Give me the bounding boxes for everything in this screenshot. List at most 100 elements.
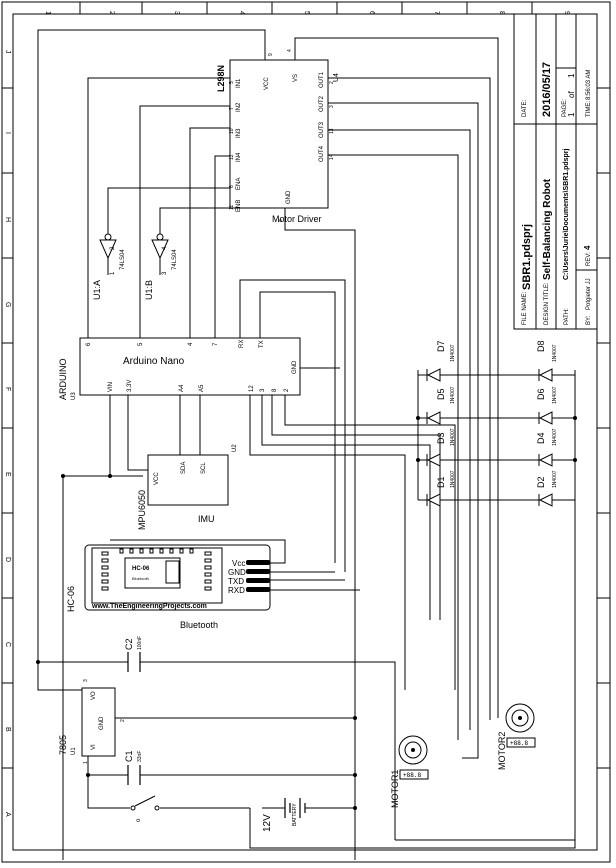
rev-value: 4 bbox=[583, 245, 592, 250]
reg-num: 1 bbox=[83, 761, 89, 764]
diode-part: 1N4007 bbox=[450, 386, 456, 404]
driver-num: 2 bbox=[329, 81, 335, 84]
inverter-pin: 4 bbox=[162, 246, 168, 250]
driver-pin: IN3 bbox=[236, 128, 242, 138]
battery-label: BATTERY bbox=[292, 803, 298, 826]
border-num: 5 bbox=[303, 11, 310, 15]
inverter-u1b: U1:B 74LS04 4 3 bbox=[144, 222, 178, 300]
driver-pin: VS bbox=[293, 74, 299, 82]
bt-site: www.TheEngineeringProjects.com bbox=[91, 603, 207, 610]
motor-1: +88.8 MOTOR1 bbox=[390, 720, 429, 808]
bt-ref: HC-06 bbox=[66, 586, 76, 612]
driver-pin: VCC bbox=[264, 77, 270, 90]
driver-pin: IN2 bbox=[236, 102, 242, 112]
diode-part: 1N4007 bbox=[450, 344, 456, 362]
border-num: 8 bbox=[498, 11, 505, 15]
imu-pin: SDA bbox=[181, 462, 187, 474]
driver-num: 4 bbox=[287, 49, 293, 52]
power-switch[interactable]: o bbox=[130, 795, 160, 822]
reg-num: 2 bbox=[120, 719, 126, 722]
border-letter: A bbox=[4, 812, 11, 817]
diode-bridge: D7 1N4007 D5 1N4007 D3 1N4007 D1 1N4007 … bbox=[426, 340, 558, 507]
regulator-7805: 7805 U1 VO GND VI 1 2 3 bbox=[58, 679, 126, 764]
diode-part: 1N4007 bbox=[552, 428, 558, 446]
arduino-u: U3 bbox=[71, 392, 77, 400]
arduino-pin: 5 bbox=[138, 342, 144, 346]
diode-part: 1N4007 bbox=[552, 470, 558, 488]
arduino-pin: 3.3V bbox=[127, 380, 133, 392]
diode-d5: D5 1N4007 bbox=[426, 386, 456, 425]
border-letter: F bbox=[4, 387, 11, 391]
arduino-pin: A4 bbox=[179, 384, 185, 392]
reg-pin: GND bbox=[99, 716, 105, 730]
inverter-ref: U1:A bbox=[92, 280, 102, 300]
imu-u: U2 bbox=[232, 444, 238, 452]
inverter-part: 74LS04 bbox=[120, 249, 126, 270]
diode-part: 1N4007 bbox=[552, 344, 558, 362]
driver-num: 6 bbox=[229, 185, 235, 188]
diode-d3: D3 1N4007 bbox=[426, 428, 456, 467]
driver-num: 11 bbox=[229, 205, 235, 210]
border-num: 7 bbox=[433, 11, 440, 15]
motor-ref: MOTOR1 bbox=[390, 770, 400, 808]
capacitor-c2: C2 100nF bbox=[124, 636, 143, 672]
bt-pin: GND bbox=[228, 568, 246, 577]
bt-pin: Vcc bbox=[232, 559, 245, 568]
imu-mpu6050: MPU6050 U2 IMU VCC SDA SCL bbox=[137, 444, 238, 530]
arduino-pin: A5 bbox=[199, 384, 205, 392]
driver-num: 14 bbox=[329, 154, 335, 160]
driver-num: 8 bbox=[278, 219, 284, 222]
border-num: 2 bbox=[108, 11, 115, 15]
reg-pin: VO bbox=[91, 691, 97, 700]
inverter-part: 74LS04 bbox=[172, 249, 178, 270]
border-num: 9 bbox=[563, 11, 570, 15]
driver-num: 9 bbox=[268, 53, 274, 56]
bt-pin: TXD bbox=[228, 577, 244, 586]
file-name: SBR1.pdsprj bbox=[521, 224, 533, 290]
driver-pin: GND bbox=[286, 190, 292, 204]
inverter-u1a: U1:A 74LS04 2 1 bbox=[92, 222, 126, 300]
arduino-pin: 7 bbox=[213, 342, 219, 346]
battery-value: 12V bbox=[262, 814, 273, 832]
path-value: C:\Users\Jurie\Documents\SBR1.pdsprj bbox=[563, 148, 570, 280]
diode-ref: D5 bbox=[436, 388, 446, 400]
battery: 12V BATTERY bbox=[262, 798, 320, 832]
border-num: 4 bbox=[238, 11, 245, 15]
arduino-pin: GND bbox=[292, 360, 298, 374]
diode-ref: D4 bbox=[536, 432, 546, 444]
border-letter: B bbox=[4, 727, 11, 732]
switch-contact-icon: o bbox=[136, 818, 142, 822]
driver-num: 3 bbox=[329, 105, 335, 108]
bt-chip-sub: Bluetooth bbox=[132, 576, 149, 581]
driver-num: 7 bbox=[229, 107, 235, 110]
arduino-pin: 6 bbox=[86, 342, 92, 346]
bluetooth-hc06: HC-06 Bluetooth www.TheEngineeringProjec… bbox=[66, 544, 271, 630]
driver-num: 12 bbox=[229, 154, 235, 160]
diode-ref: D3 bbox=[436, 432, 446, 444]
imu-ref: MPU6050 bbox=[137, 490, 147, 530]
border-side-markers: A B C D E F G H I J bbox=[2, 50, 610, 817]
border-letter: G bbox=[4, 302, 11, 307]
border-letter: J bbox=[4, 50, 11, 54]
cap-ref: C1 bbox=[124, 750, 134, 762]
page-value: 1 bbox=[567, 112, 576, 117]
inverter-ref: U1:B bbox=[144, 280, 154, 300]
bt-name: Bluetooth bbox=[180, 620, 218, 630]
arduino-pin: 12 bbox=[249, 385, 255, 392]
driver-u: U4 bbox=[333, 73, 340, 82]
wires bbox=[37, 29, 576, 860]
cap-value: 100nF bbox=[137, 636, 143, 650]
diode-d2: D2 1N4007 bbox=[536, 470, 558, 507]
inner-border bbox=[12, 13, 598, 851]
page-of: of bbox=[567, 91, 576, 98]
diode-part: 1N4007 bbox=[450, 470, 456, 488]
time-value: 8:56:03 AM bbox=[586, 70, 592, 100]
border-top-markers: 1 2 3 4 5 6 7 8 9 bbox=[44, 2, 570, 15]
bt-pin: RXD bbox=[228, 586, 245, 595]
arduino-pin: 3 bbox=[260, 388, 266, 392]
diode-ref: D1 bbox=[436, 476, 446, 488]
arduino-nano: ARDUINO U3 Arduino Nano 6 5 4 7 RX TX VI… bbox=[58, 337, 301, 400]
design-label: DESIGN TITLE: bbox=[544, 282, 550, 325]
